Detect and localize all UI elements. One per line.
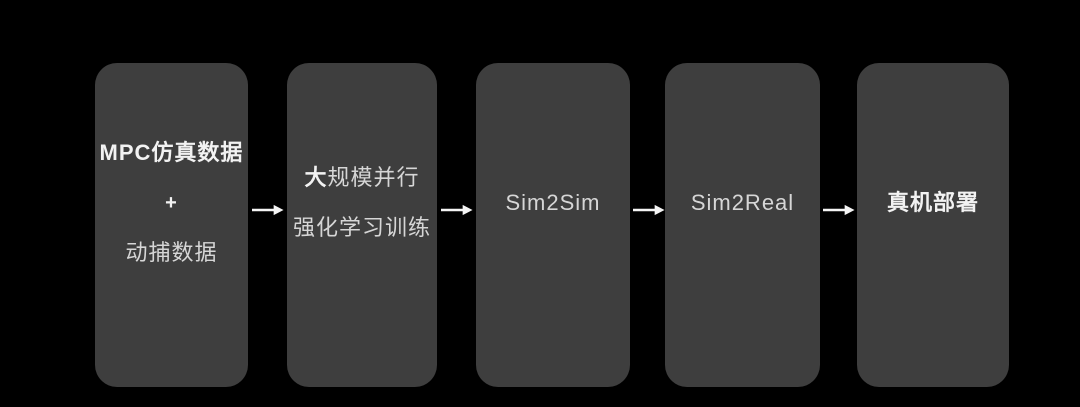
step-content: Sim2Sim — [476, 192, 630, 214]
step-text-line: 真机部署 — [886, 190, 979, 215]
flow-step-mpc-sim-data-plus-mocap-data: MPC仿真数据 + 动捕数据 — [95, 63, 248, 387]
plus-separator: + — [165, 192, 178, 214]
flow-step-real-robot-deployment: 真机部署 — [857, 63, 1009, 387]
flow-arrow-icon — [441, 204, 473, 216]
step-text-line: MPC仿真数据 — [99, 140, 244, 165]
step-text-line: 大规模并行 — [304, 167, 419, 189]
step-text-line: 强化学习训练 — [292, 215, 431, 240]
step-content: 大规模并行 强化学习训练 — [287, 167, 437, 239]
step-text-segment: 规模并行 — [327, 165, 420, 190]
step-content: Sim2Real — [665, 192, 820, 214]
flow-arrow-icon — [252, 204, 284, 216]
step-text-line: Sim2Real — [690, 190, 795, 215]
step-content: 真机部署 — [857, 192, 1009, 214]
step-text-line: Sim2Sim — [505, 190, 601, 215]
flow-step-sim2sim: Sim2Sim — [476, 63, 630, 387]
flow-step-large-scale-parallel-rl-training: 大规模并行 强化学习训练 — [287, 63, 437, 387]
step-text-bold-segment: 大 — [304, 165, 328, 190]
step-content: MPC仿真数据 + 动捕数据 — [95, 142, 248, 264]
step-text-line: 动捕数据 — [125, 240, 218, 265]
flow-arrow-icon — [633, 204, 665, 216]
flow-step-sim2real: Sim2Real — [665, 63, 820, 387]
flow-arrow-icon — [823, 204, 855, 216]
